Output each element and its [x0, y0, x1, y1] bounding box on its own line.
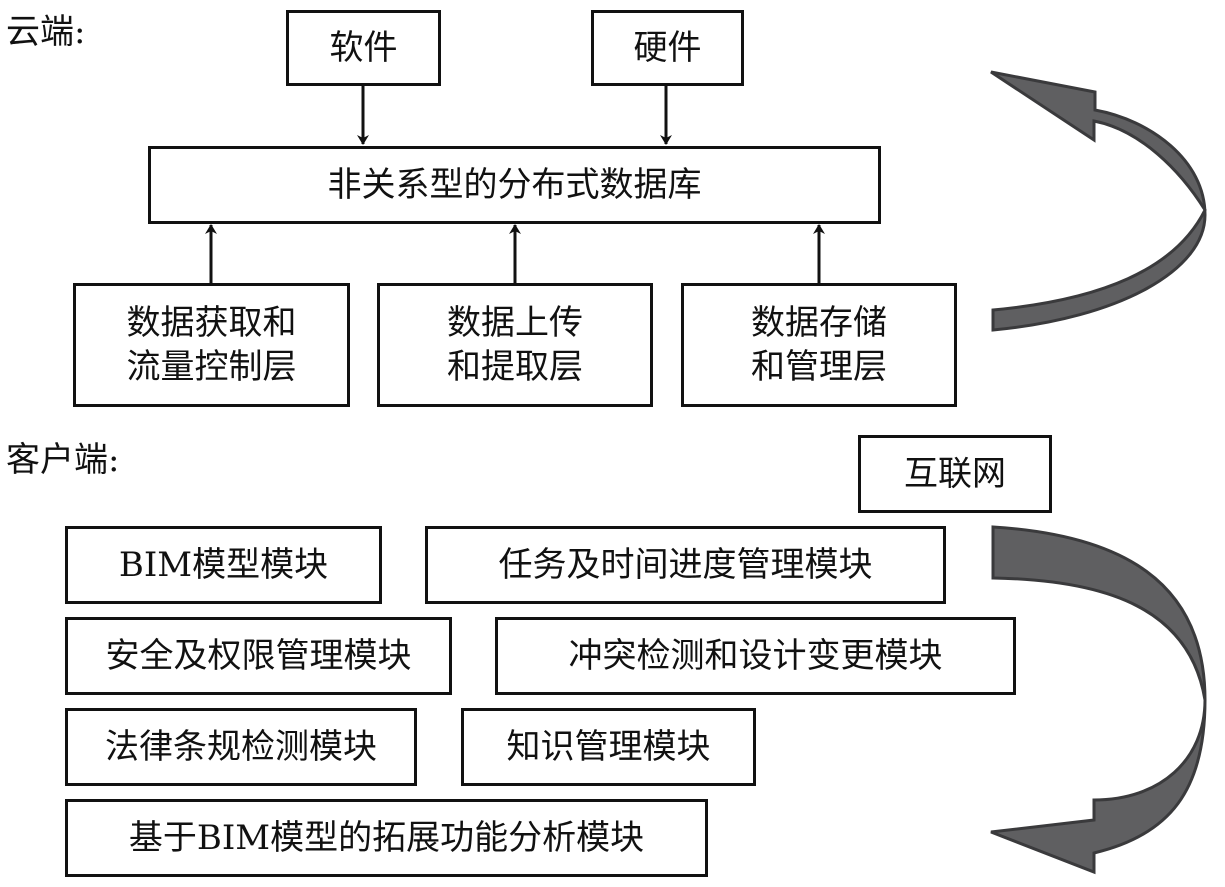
- module-regulation-check: 法律条规检测模块: [65, 708, 417, 786]
- database-box: 非关系型的分布式数据库: [148, 146, 881, 224]
- internet-box: 互联网: [858, 435, 1052, 513]
- module-conflict-detection: 冲突检测和设计变更模块: [495, 617, 1016, 695]
- software-box: 软件: [286, 10, 441, 86]
- module-bim-model: BIM模型模块: [65, 526, 382, 604]
- module-bim-extension-analysis: 基于BIM模型的拓展功能分析模块: [65, 799, 708, 877]
- layer-box-data-storage: 数据存储 和管理层: [681, 283, 957, 407]
- client-section-label: 客户端:: [6, 440, 120, 480]
- layer-box-data-acquisition: 数据获取和 流量控制层: [73, 283, 350, 407]
- curved-arrow-up-icon: [990, 70, 1207, 332]
- module-security-permission: 安全及权限管理模块: [65, 617, 452, 695]
- module-knowledge-management: 知识管理模块: [461, 708, 756, 786]
- module-task-schedule: 任务及时间进度管理模块: [425, 526, 946, 604]
- layer-box-data-upload: 数据上传 和提取层: [377, 283, 653, 407]
- hardware-box: 硬件: [591, 10, 744, 86]
- curved-arrow-down-icon: [990, 525, 1207, 875]
- cloud-section-label: 云端:: [6, 12, 86, 52]
